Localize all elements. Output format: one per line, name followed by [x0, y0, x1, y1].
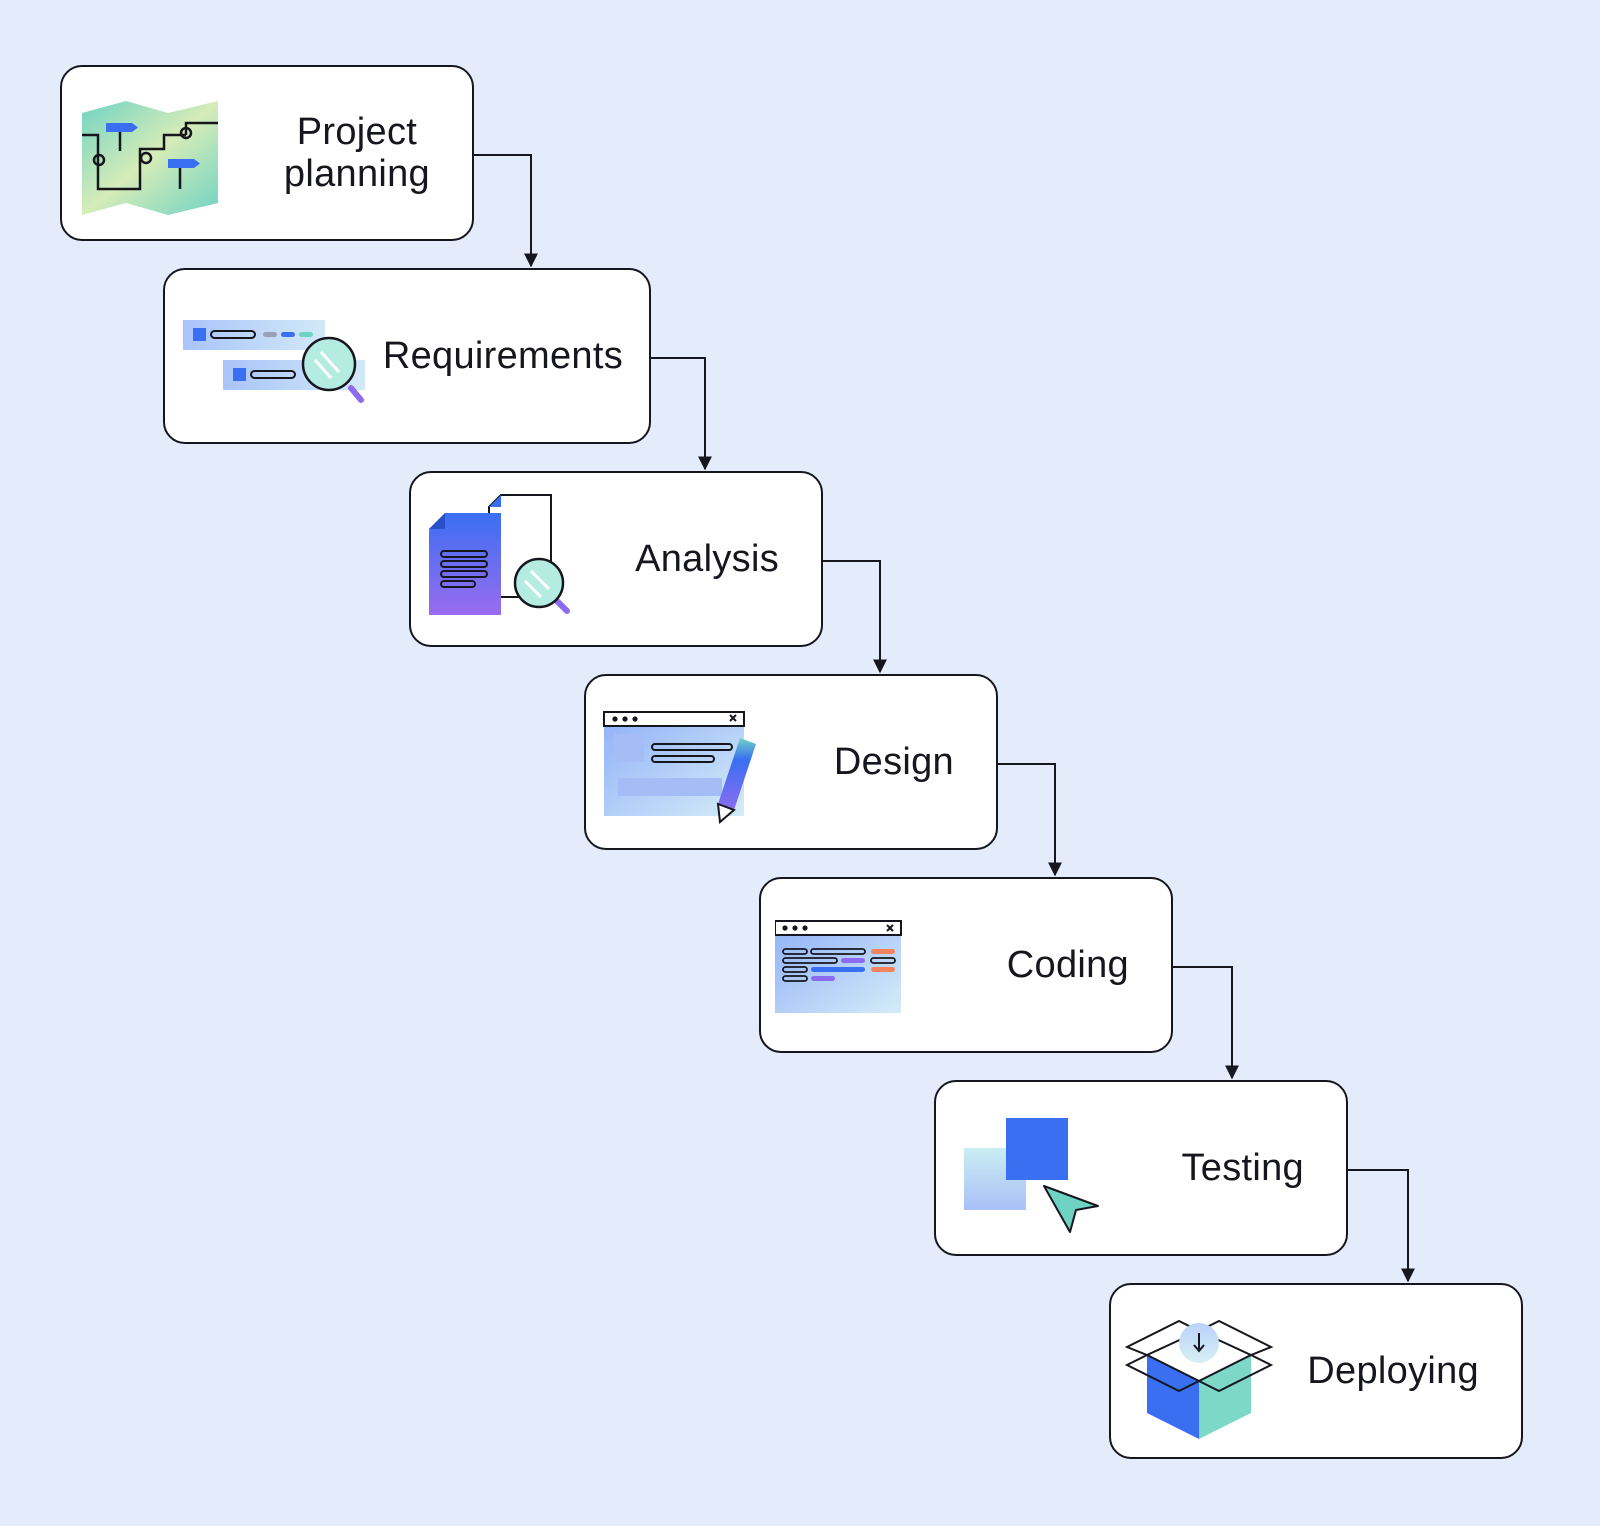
document-magnifier-icon — [429, 494, 570, 615]
step-deploying: Deploying — [1109, 1283, 1523, 1459]
step-label: Analysis — [635, 538, 779, 580]
step-requirements: Requirements — [163, 268, 651, 444]
step-coding: Coding — [759, 877, 1173, 1053]
map-icon — [82, 101, 218, 215]
code-window-icon — [775, 920, 902, 1013]
window-pencil-icon — [603, 711, 756, 824]
step-project-planning: Project planning — [60, 65, 474, 241]
arrow-analysis-to-design — [823, 560, 887, 674]
step-label: Project planning — [283, 111, 430, 195]
arrow-testing-to-deploying — [1348, 1169, 1415, 1283]
step-label: Requirements — [382, 335, 623, 377]
step-label: Deploying — [1307, 1350, 1479, 1392]
step-testing: Testing — [934, 1080, 1348, 1256]
step-label: Design — [833, 741, 954, 783]
step-analysis: Analysis — [409, 471, 823, 647]
arrow-planning-to-requirements — [474, 154, 538, 268]
arrow-coding-to-testing — [1173, 966, 1239, 1080]
squares-cursor-icon — [964, 1118, 1099, 1233]
step-label: Coding — [1006, 944, 1129, 986]
requirements-search-icon — [183, 320, 365, 403]
box-download-icon — [1125, 1319, 1274, 1439]
arrow-design-to-coding — [998, 763, 1062, 877]
arrow-requirements-to-analysis — [651, 357, 712, 471]
step-label: Testing — [1181, 1147, 1304, 1189]
step-design: Design — [584, 674, 998, 850]
